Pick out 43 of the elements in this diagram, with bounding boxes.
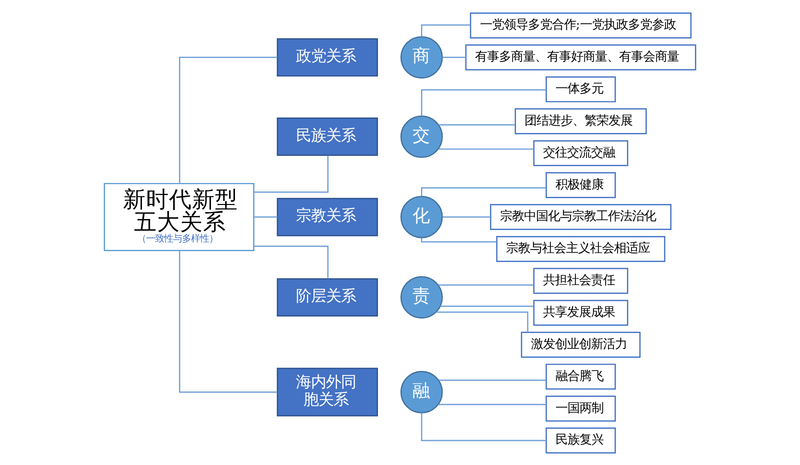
connector xyxy=(254,154,329,192)
node-box: 新时代新型五大关系 （一致性与多样性） xyxy=(104,182,254,251)
node-box: 共担社会责任 xyxy=(533,267,628,294)
node-box: 激发创业创新活力 xyxy=(520,331,641,358)
connector xyxy=(438,379,546,380)
node-box: 海内外同胞关系 xyxy=(276,367,378,416)
connector xyxy=(421,24,470,36)
node-box: 有事多商量、有事好商量、有事会商量 xyxy=(465,44,696,70)
connector xyxy=(178,56,278,183)
connector xyxy=(442,216,490,218)
node-box: 宗教中国化与宗教工作法治化 xyxy=(490,204,672,230)
connector xyxy=(421,412,546,441)
node-circle: 融 xyxy=(400,370,443,413)
node-box: 宗教与社会主义社会相适应 xyxy=(496,235,666,262)
connector xyxy=(438,284,534,286)
node-box: 融合腾飞 xyxy=(546,363,616,390)
node-circle: 责 xyxy=(400,276,443,318)
connector xyxy=(254,245,329,278)
node-box: 共享发展成果 xyxy=(533,299,628,326)
node-box: 团结进步、繁荣发展 xyxy=(514,108,647,134)
node-circle: 化 xyxy=(400,195,443,238)
connector xyxy=(421,88,546,116)
node-box: 交往交流交融 xyxy=(533,140,628,166)
node-circle: 交 xyxy=(400,115,443,158)
connector xyxy=(421,186,546,196)
node-box: 一党领导多党合作;一党执政多党参政 xyxy=(470,12,692,38)
node-box: 政党关系 xyxy=(276,38,378,76)
connector xyxy=(438,148,534,150)
connector xyxy=(438,124,516,125)
node-circle: 商 xyxy=(400,36,443,78)
connector xyxy=(436,311,528,332)
connector xyxy=(178,250,278,392)
node-box: 积极健康 xyxy=(546,172,616,198)
connector xyxy=(440,305,534,306)
node-box: 宗教关系 xyxy=(276,197,378,236)
node-box: 一体多元 xyxy=(546,76,616,102)
connector xyxy=(254,216,278,218)
node-box: 阶层关系 xyxy=(276,278,378,316)
node-box: 一国两制 xyxy=(546,395,616,422)
node-box: 民族复兴 xyxy=(546,427,616,453)
node-box: 民族关系 xyxy=(276,117,378,156)
connector xyxy=(442,56,466,58)
connector xyxy=(438,403,546,405)
